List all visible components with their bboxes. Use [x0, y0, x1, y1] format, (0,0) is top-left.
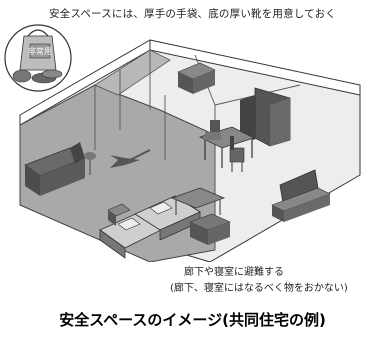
back-wall: [149, 39, 361, 95]
shoes-icon: [31, 69, 63, 84]
sofa: [24, 142, 86, 196]
lamp: [84, 152, 96, 175]
chair-2: [205, 120, 221, 140]
small-cabinet: [177, 62, 216, 94]
kitchen-counter: [240, 87, 291, 147]
top-note: 安全スペースには、厚手の手袋、底の厚い靴を用意しておく: [48, 8, 336, 20]
coffee-table: [170, 187, 226, 215]
bag-label: 非常用: [28, 46, 52, 56]
annotation-line2: (廊下、寝室にはなるべく物をおかない): [170, 283, 348, 294]
bed-right: [134, 195, 201, 241]
gloves-icon: [12, 69, 32, 83]
evacuation-arrow-icon: [110, 155, 140, 168]
corridor-floor: [94, 49, 171, 96]
annotation-line1: 廊下や寝室に避難する: [184, 267, 284, 278]
emergency-bag-icon: [19, 29, 57, 71]
emergency-kit-circle: 非常用: [4, 24, 72, 92]
dining-table: [198, 126, 256, 168]
tv: [271, 169, 331, 222]
chair: [229, 136, 245, 172]
side-table: [189, 213, 231, 245]
caption: 安全スペースのイメージ(共同住宅の例): [59, 311, 326, 329]
apartment-floor-plan: 非常用: [4, 24, 361, 262]
bedside-table: [107, 203, 131, 226]
